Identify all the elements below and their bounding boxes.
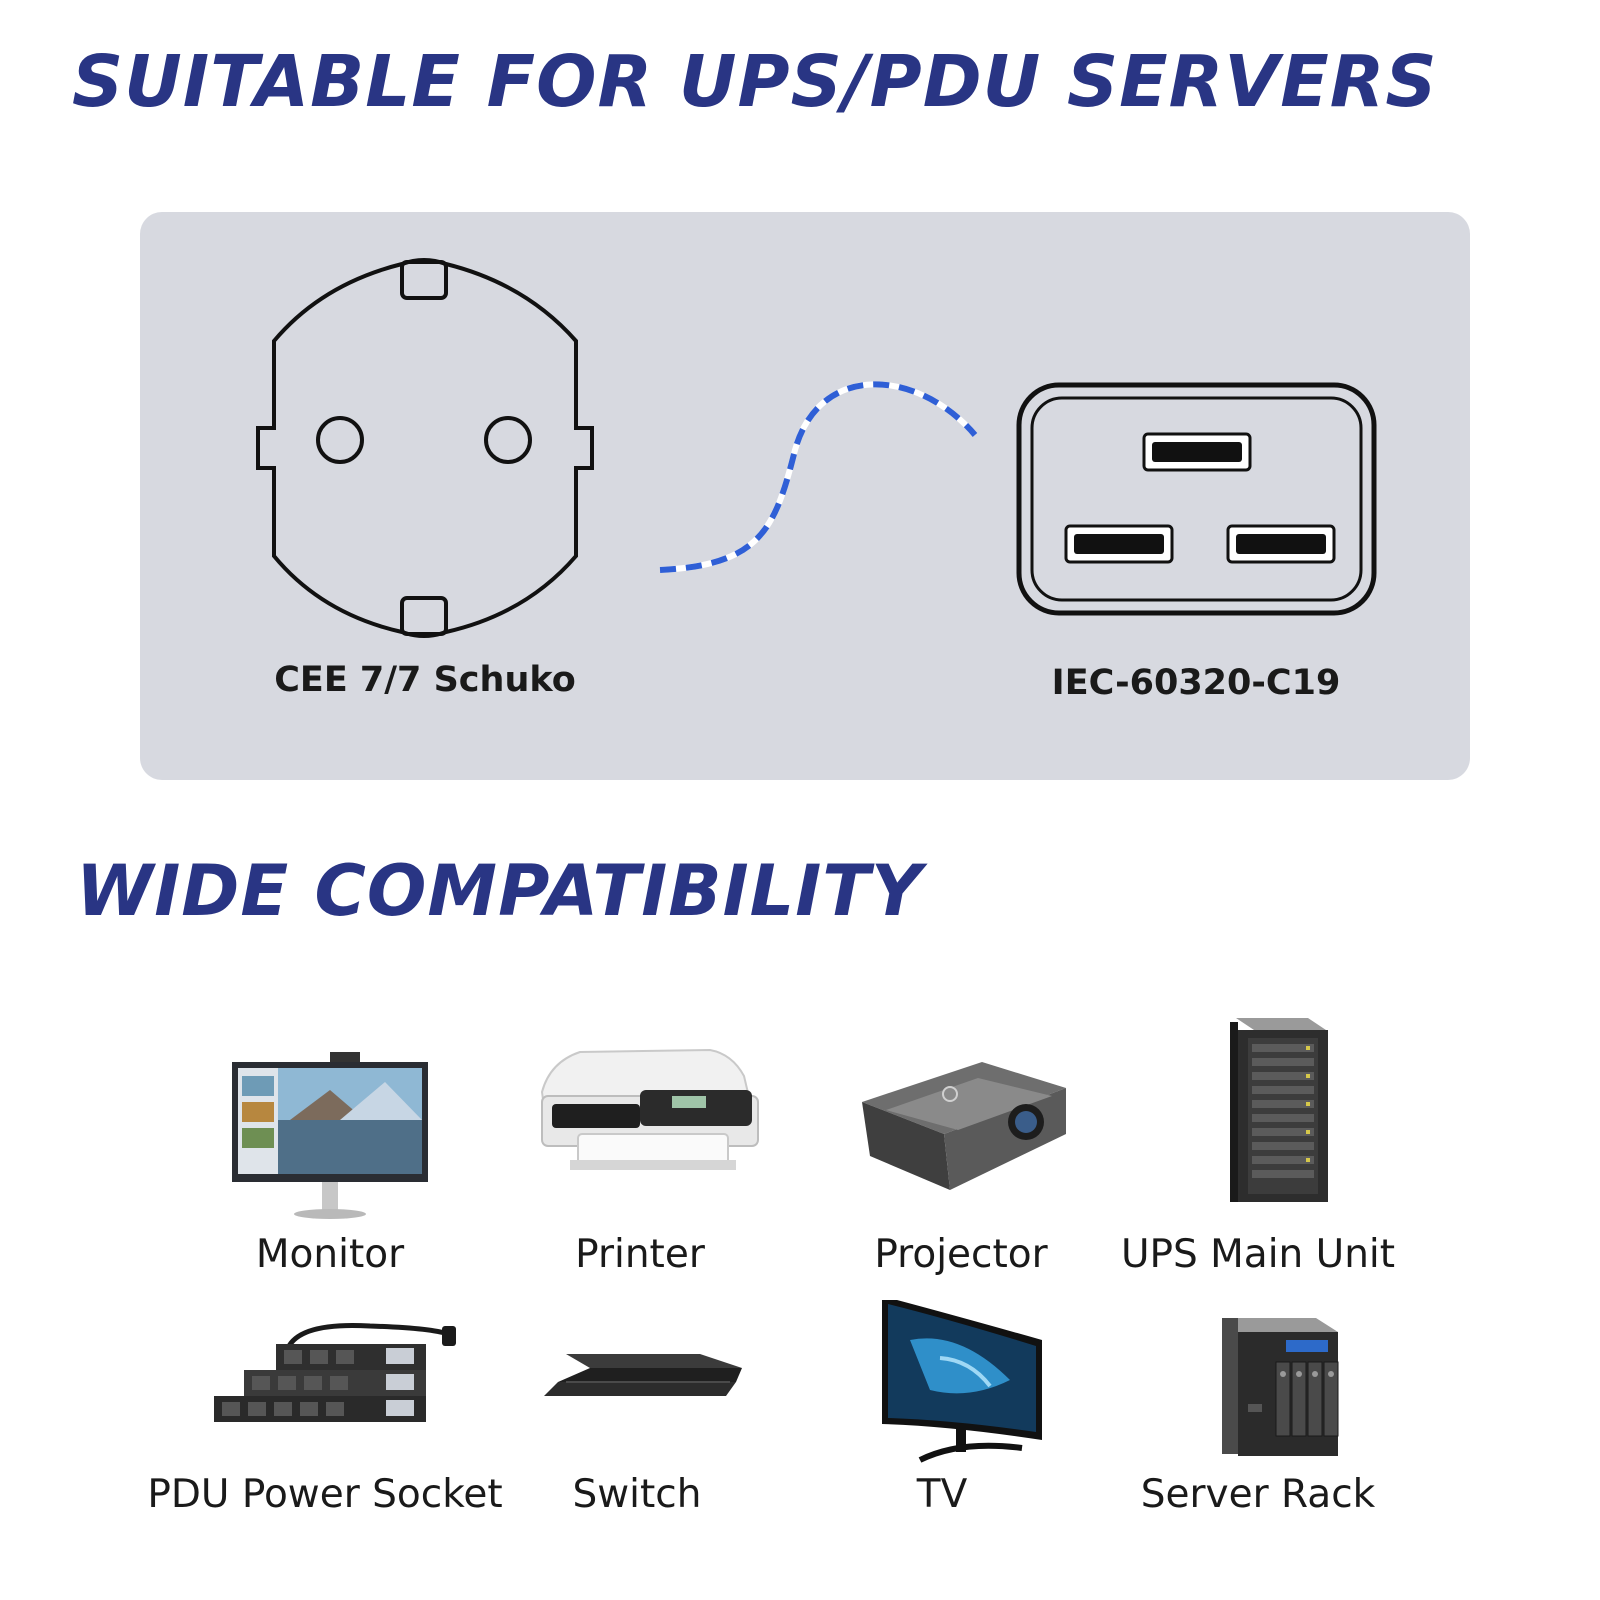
tv-icon: [882, 1300, 1042, 1463]
device-label: Switch: [572, 1472, 702, 1517]
monitor-icon: [232, 1052, 428, 1219]
device-label: Monitor: [255, 1232, 405, 1277]
switch-icon: [544, 1354, 742, 1396]
ups-main-unit-icon: [1230, 1018, 1328, 1202]
device-label: UPS Main Unit: [1120, 1232, 1396, 1277]
pdu-power-socket-icon: [214, 1323, 456, 1422]
heading-compatibility: WIDE COMPATIBILITY: [76, 850, 923, 932]
device-pdu-power-socket: PDU Power Socket: [147, 1300, 503, 1600]
server-rack-icon: [1222, 1318, 1339, 1456]
connector-panel: [140, 212, 1470, 780]
device-monitor: Monitor: [180, 1010, 480, 1310]
printer-icon: [540, 1048, 759, 1170]
projector-icon: [862, 1062, 1066, 1190]
c19-connector-icon: [1016, 382, 1377, 616]
device-tv: TV: [820, 1300, 1120, 1600]
c19-label: IEC-60320-C19: [1051, 663, 1341, 703]
schuko-plug-icon: [256, 258, 594, 638]
device-label: Projector: [874, 1232, 1048, 1277]
device-ups-main-unit: UPS Main Unit: [1121, 1010, 1440, 1310]
device-label: Printer: [575, 1232, 705, 1277]
cable-line: [659, 381, 978, 573]
device-printer: Printer: [500, 1010, 800, 1310]
heading-suitable: SUITABLE FOR UPS/PDU SERVERS: [72, 40, 1438, 123]
schuko-label: CEE 7/7 Schuko: [274, 660, 576, 700]
device-projector: Projector: [820, 1010, 1120, 1310]
device-label: Server Rack: [1140, 1472, 1376, 1517]
device-label: PDU Power Socket: [147, 1472, 503, 1517]
device-label: TV: [916, 1472, 968, 1517]
device-server-rack: Server Rack: [1140, 1300, 1440, 1600]
device-switch: Switch: [500, 1300, 800, 1600]
